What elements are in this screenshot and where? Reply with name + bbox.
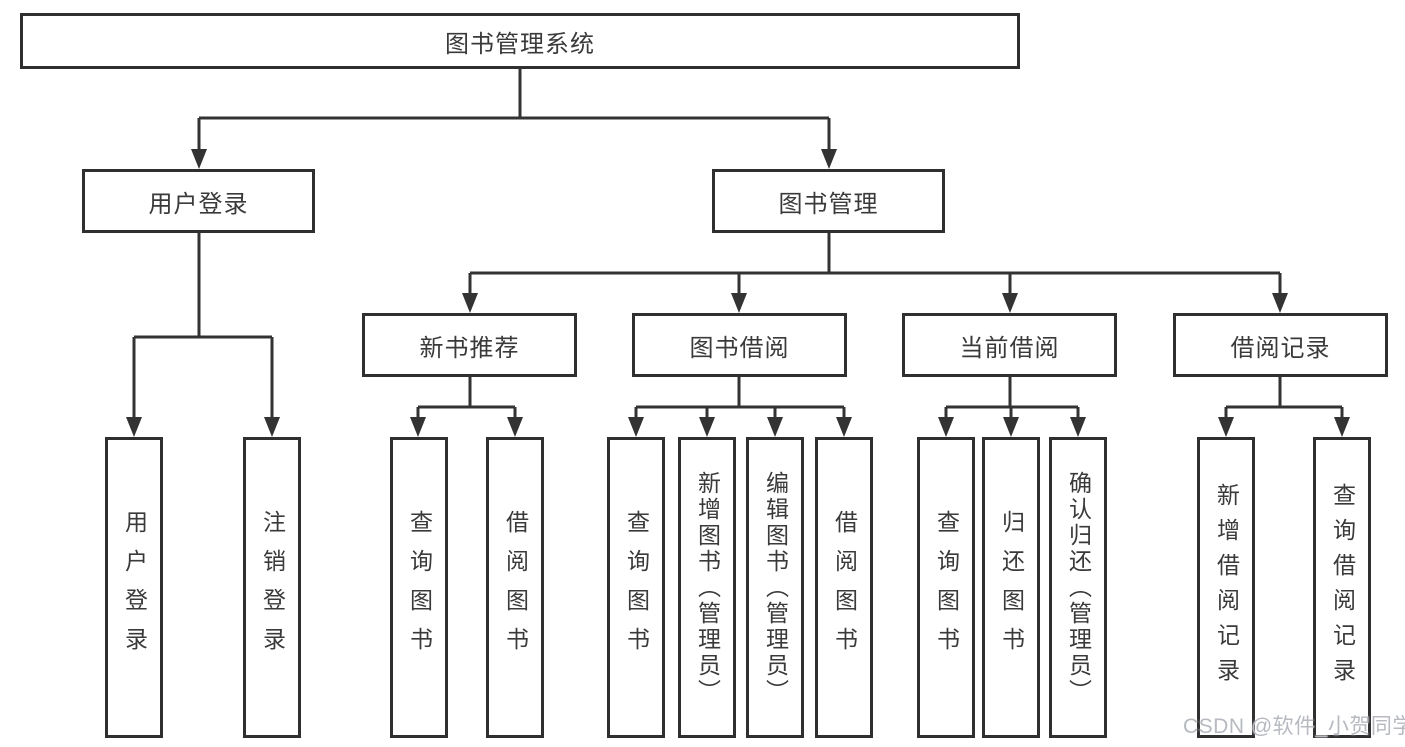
node-user-login-label: 用户登录 <box>148 190 249 218</box>
leaf-confirm-return-admin-label: 确认归还（管理员） <box>1065 470 1092 705</box>
leaf-add-book-admin: 新增图书（管理员） <box>678 437 736 738</box>
leaf-edit-book-admin-label: 编辑图书（管理员） <box>762 470 789 705</box>
leaf-borrow-books-recommend-label: 借阅图书 <box>502 509 529 666</box>
leaf-add-borrow-record: 新增借阅记录 <box>1197 437 1255 738</box>
node-root-label: 图书管理系统 <box>445 30 595 58</box>
leaf-user-login-label: 用户登录 <box>121 509 148 666</box>
arrowheads <box>126 118 1350 437</box>
leaf-logout-label: 注销登录 <box>259 509 286 666</box>
node-book-management: 图书管理 <box>712 169 945 233</box>
leaf-query-books-recommend: 查询图书 <box>390 437 448 738</box>
leaf-borrow-books-label: 借阅图书 <box>831 509 858 666</box>
node-user-login: 用户登录 <box>82 169 315 233</box>
watermark: CSDN @软件_小贺同学 <box>1183 715 1405 738</box>
leaf-edit-book-admin: 编辑图书（管理员） <box>746 437 804 738</box>
leaf-user-login: 用户登录 <box>105 437 163 738</box>
leaf-borrow-books: 借阅图书 <box>815 437 873 738</box>
leaf-query-borrow-record-label: 查询借阅记录 <box>1329 482 1356 693</box>
leaf-return-books-label: 归还图书 <box>998 509 1025 666</box>
leaf-borrow-books-recommend: 借阅图书 <box>486 437 544 738</box>
leaf-logout: 注销登录 <box>243 437 301 738</box>
node-new-book-recommend-label: 新书推荐 <box>419 334 520 362</box>
node-borrow-records-label: 借阅记录 <box>1230 334 1331 362</box>
leaf-confirm-return-admin: 确认归还（管理员） <box>1049 437 1107 738</box>
leaf-query-books-current-label: 查询图书 <box>933 509 960 666</box>
node-borrow-records: 借阅记录 <box>1173 313 1388 377</box>
leaf-query-borrow-record: 查询借阅记录 <box>1313 437 1371 738</box>
leaf-query-books-borrow-label: 查询图书 <box>623 509 650 666</box>
leaf-add-borrow-record-label: 新增借阅记录 <box>1213 482 1240 693</box>
node-current-borrow: 当前借阅 <box>902 313 1117 377</box>
node-book-management-label: 图书管理 <box>778 190 879 218</box>
node-current-borrow-label: 当前借阅 <box>959 334 1060 362</box>
node-book-borrow-label: 图书借阅 <box>689 334 790 362</box>
node-root: 图书管理系统 <box>20 13 1020 69</box>
node-new-book-recommend: 新书推荐 <box>362 313 577 377</box>
connector-path <box>134 68 1342 409</box>
leaf-query-books-borrow: 查询图书 <box>607 437 665 738</box>
leaf-return-books: 归还图书 <box>982 437 1040 738</box>
node-book-borrow: 图书借阅 <box>632 313 847 377</box>
leaf-query-books-current: 查询图书 <box>917 437 975 738</box>
leaf-add-book-admin-label: 新增图书（管理员） <box>694 470 721 705</box>
leaf-query-books-recommend-label: 查询图书 <box>406 509 433 666</box>
